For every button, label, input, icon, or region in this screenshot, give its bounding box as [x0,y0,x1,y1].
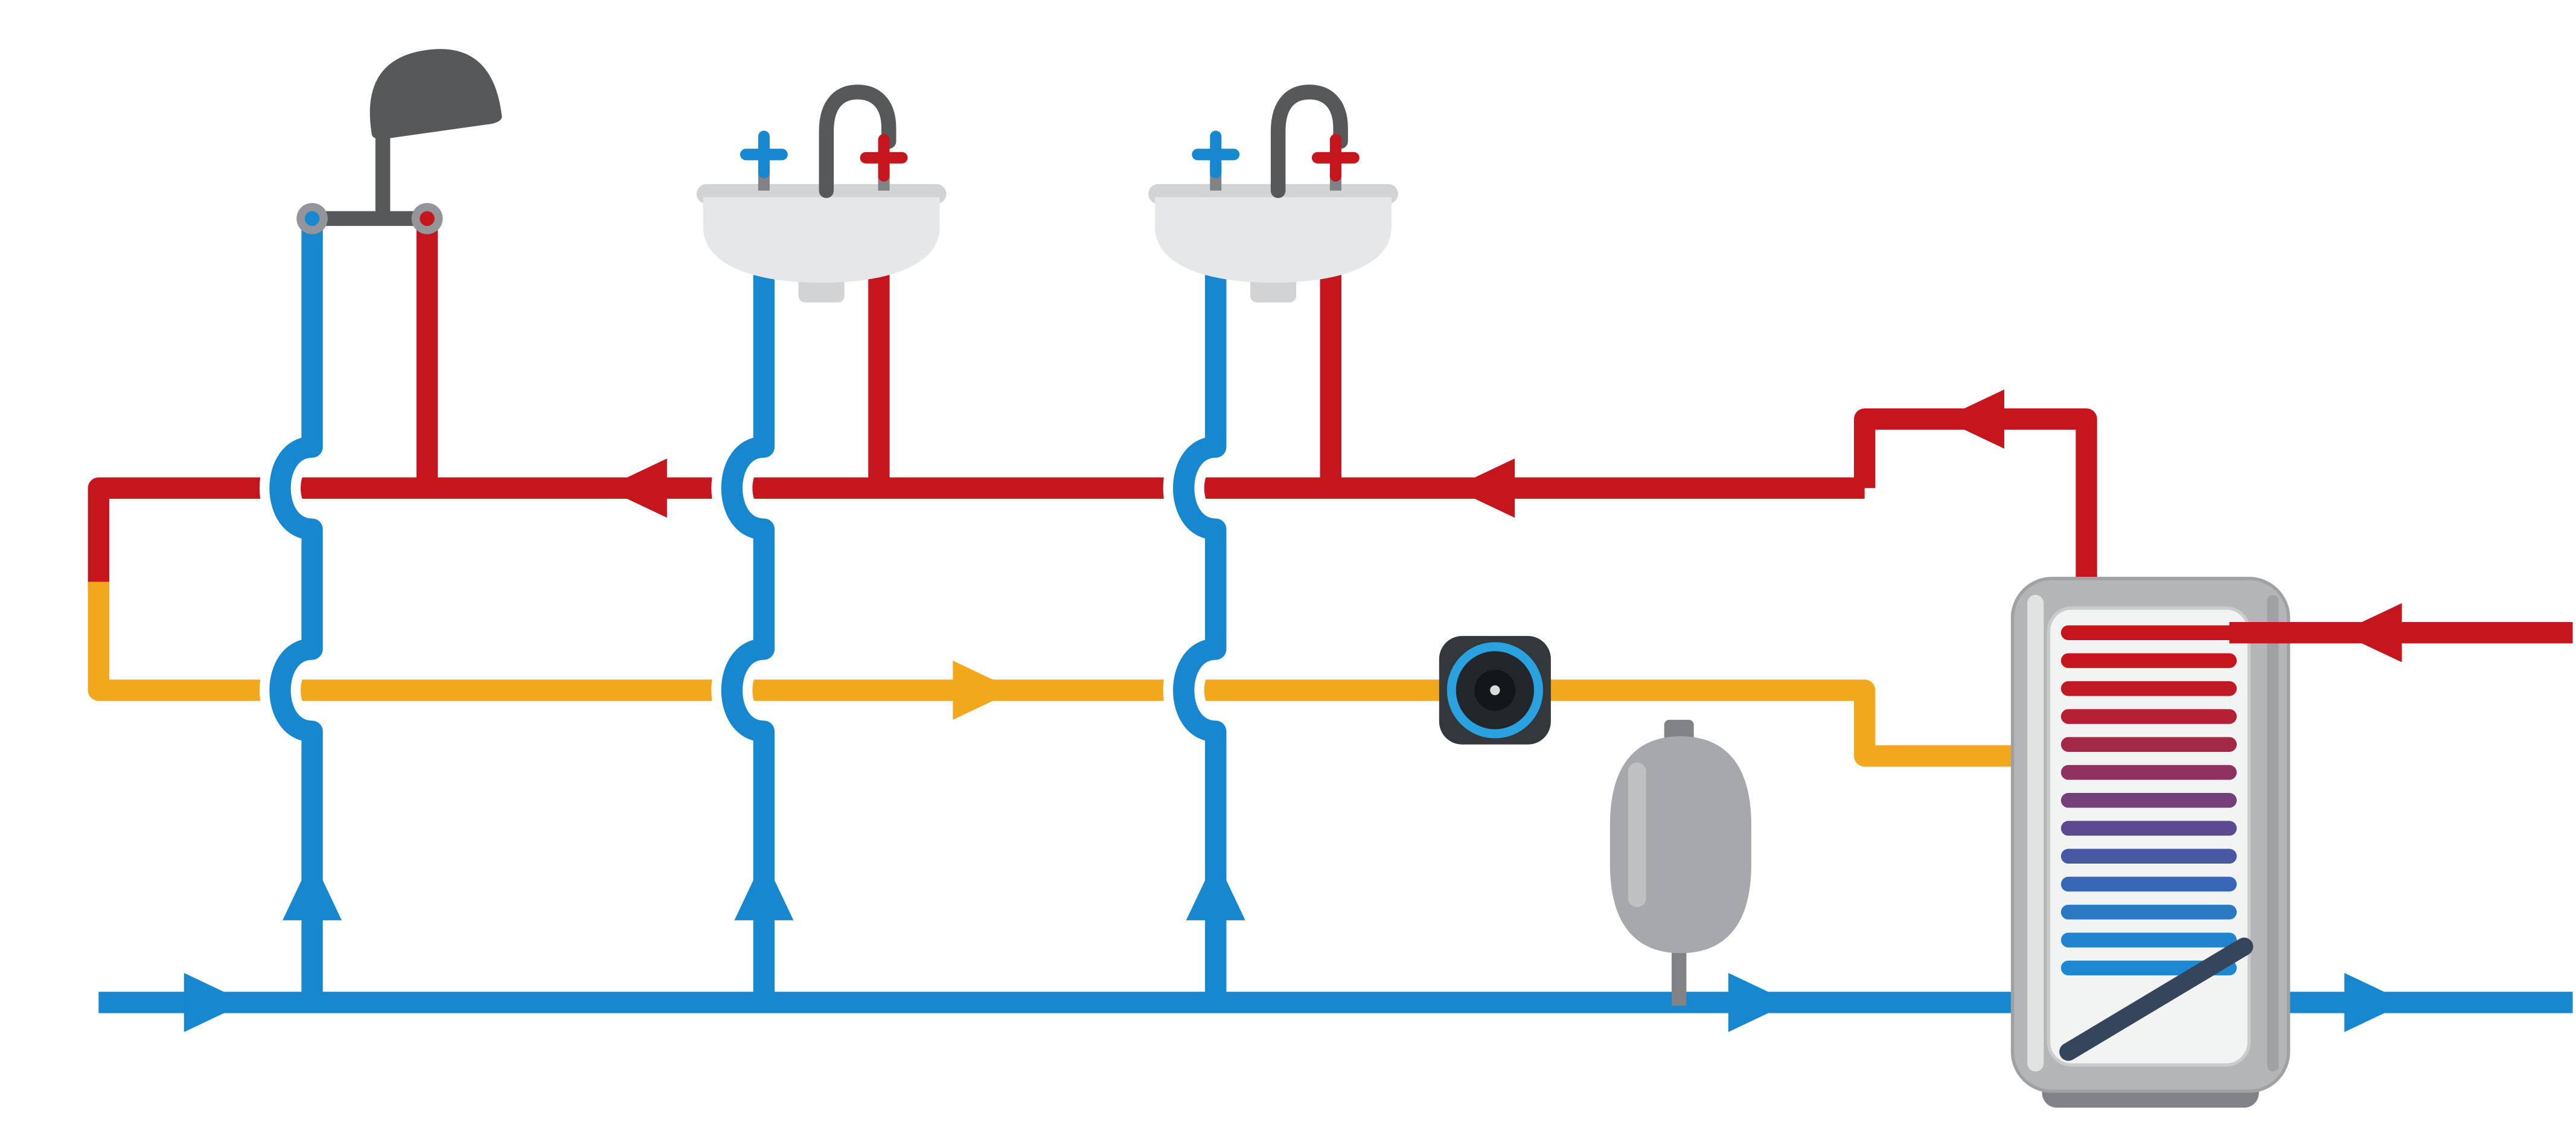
vessel-highlight [1628,762,1646,908]
expansion-vessel [1609,719,1751,1006]
flow-arrow-cold-right-icon [1728,973,1791,1032]
faucet-spout-icon [819,85,896,198]
flow-arrow-hot-left-icon [1452,458,1515,518]
wash-basin-right [1148,85,1398,303]
heater-coil [2060,625,2237,976]
coil-diagonal-pipe [2059,937,2254,1061]
basin-pedestal [1250,276,1297,303]
faucet-spout-icon [1270,85,1348,198]
flow-arrow-hot-left-icon [1942,389,2004,449]
hot-water-storage-tank [2010,577,2290,1108]
cold-tap-handle-icon [1192,130,1240,179]
cold-outlet-right [2344,973,2407,1032]
recirculation-pipe [88,582,2024,767]
basin-bowl [703,197,940,283]
circulation-pump [1439,636,1551,745]
flow-arrow-cold-up-icon [734,858,794,920]
basin-left-cold-riser [721,246,775,1002]
shower [296,49,502,234]
basin-bowl [1155,197,1392,283]
flow-arrow-recirc-right-icon [953,660,1015,720]
flow-arrow-hot-left-icon [604,458,667,518]
hot-main-pipe [88,477,1865,589]
tank-hot-inlet [2229,603,2573,662]
cold-connection-dot-icon [304,211,320,226]
hot-risers [416,218,1341,489]
flow-arrow-cold-up-icon [1186,858,1245,920]
wash-basin-left [696,85,947,303]
pump-indicator-icon [1490,685,1500,696]
shower-cold-riser [269,218,323,1002]
flow-arrow-hot-left-icon [2339,603,2402,662]
cold-tap-handle-icon [740,130,788,179]
cold-risers [260,218,1245,1002]
hot-water-line [88,389,2097,600]
basin-pedestal [798,276,845,303]
flow-arrow-cold-up-icon [283,858,342,920]
basin-right-cold-riser [1173,246,1227,1002]
hot-connection-dot-icon [420,211,435,226]
tank-shade [2267,595,2279,1072]
hot-tap-handle-icon [1311,133,1360,182]
hot-tank-riser-pipe [1853,408,2097,600]
recirculation-line [88,582,2024,767]
flow-arrow-cold-right-icon [184,973,247,1032]
hot-tap-handle-icon [860,133,908,182]
shower-head-icon [369,49,502,140]
flow-arrow-cold-right-icon [2344,973,2407,1032]
tank-highlight [2027,595,2044,1072]
